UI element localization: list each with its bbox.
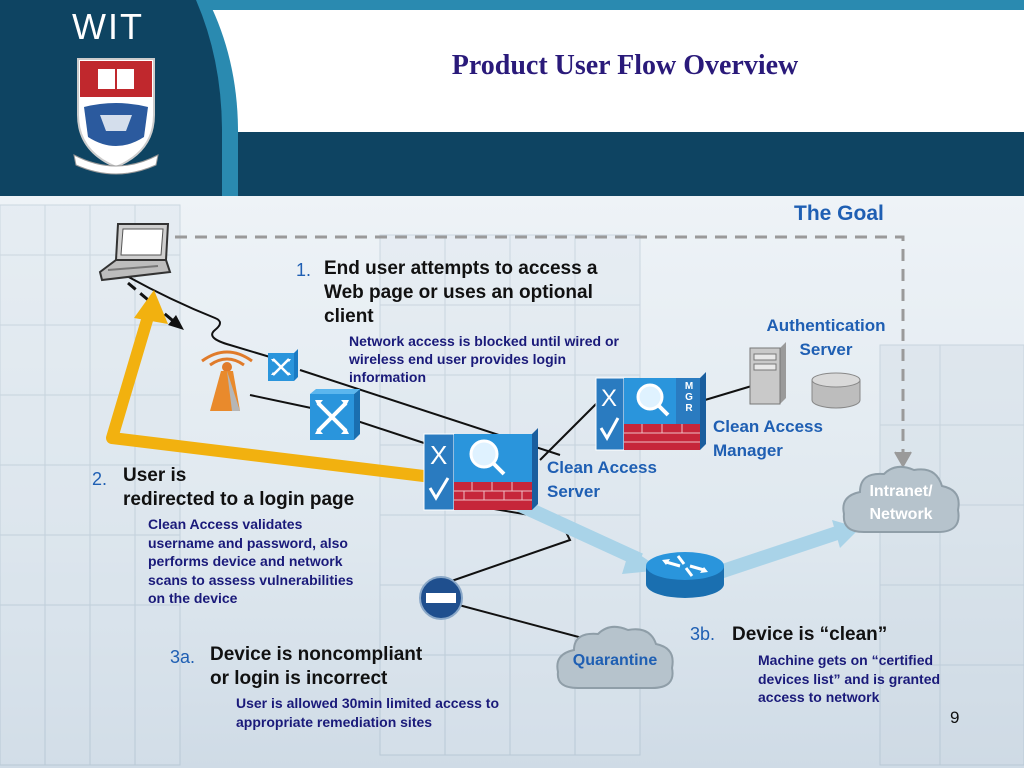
step2-number: 2. bbox=[92, 469, 108, 489]
step1-heading: End user attempts to access a Web page o… bbox=[324, 258, 598, 327]
step1-number: 1. bbox=[296, 260, 312, 280]
page-number: 9 bbox=[950, 708, 960, 727]
step3b-heading: Device is “clean” bbox=[732, 624, 888, 645]
quarantine-label: Quarantine bbox=[572, 652, 658, 669]
quarantine-cable-b bbox=[439, 599, 591, 641]
step3a-detail: User is allowed 30min limited access to … bbox=[236, 695, 499, 730]
step3a-heading: Device is noncompliant or login is incor… bbox=[210, 644, 423, 689]
goal-label: The Goal bbox=[794, 202, 884, 225]
authentication-server-label: Authentication Server bbox=[766, 316, 886, 359]
redirect-arrow bbox=[106, 308, 441, 484]
clean-access-server-label: Clean Access Server bbox=[547, 458, 657, 501]
access-switch-icon bbox=[268, 349, 298, 381]
header-accent-strip bbox=[178, 0, 1024, 12]
clean-arrow-a bbox=[517, 498, 643, 567]
database-icon bbox=[811, 372, 861, 409]
clean-access-server-icon: X bbox=[423, 428, 538, 511]
logo-text: WIT bbox=[72, 6, 144, 47]
clean-access-manager-icon: X bbox=[595, 372, 706, 451]
step3a-number: 3a. bbox=[170, 647, 196, 667]
quarantine-cloud-icon bbox=[556, 625, 674, 689]
title-panel bbox=[178, 10, 1024, 132]
header-teal-curve bbox=[178, 0, 238, 196]
manager-cable bbox=[539, 399, 601, 461]
step3b-detail: Machine gets on “certified devices list”… bbox=[758, 652, 941, 705]
manager-badge: M G R bbox=[684, 381, 694, 414]
goal-dashed-path bbox=[175, 235, 905, 462]
intranet-label: Intranet/ Network bbox=[869, 483, 933, 523]
wireless-ap-icon bbox=[201, 350, 253, 411]
clean-arrow-b bbox=[717, 525, 843, 579]
svg-text:X: X bbox=[430, 440, 447, 470]
laptop-icon bbox=[98, 223, 172, 282]
crest-logo bbox=[73, 58, 159, 175]
step2-detail: Clean Access validates username and pass… bbox=[148, 516, 354, 606]
step1-detail: Network access is blocked until wired or… bbox=[349, 333, 619, 385]
auth-cable bbox=[704, 384, 756, 401]
svg-text:X: X bbox=[601, 385, 617, 412]
blocked-icon bbox=[419, 576, 463, 620]
laptop-cable bbox=[124, 274, 281, 361]
clean-access-manager-label: Clean Access Manager bbox=[713, 417, 823, 460]
step2-heading: User is redirected to a login page bbox=[123, 465, 355, 510]
intranet-cloud-icon bbox=[842, 465, 960, 533]
page-title: Product User Flow Overview bbox=[451, 50, 799, 81]
core-switch-icon bbox=[310, 389, 360, 440]
authentication-server-icon bbox=[749, 342, 786, 405]
step3b-number: 3b. bbox=[690, 624, 716, 644]
router-icon bbox=[646, 552, 724, 598]
